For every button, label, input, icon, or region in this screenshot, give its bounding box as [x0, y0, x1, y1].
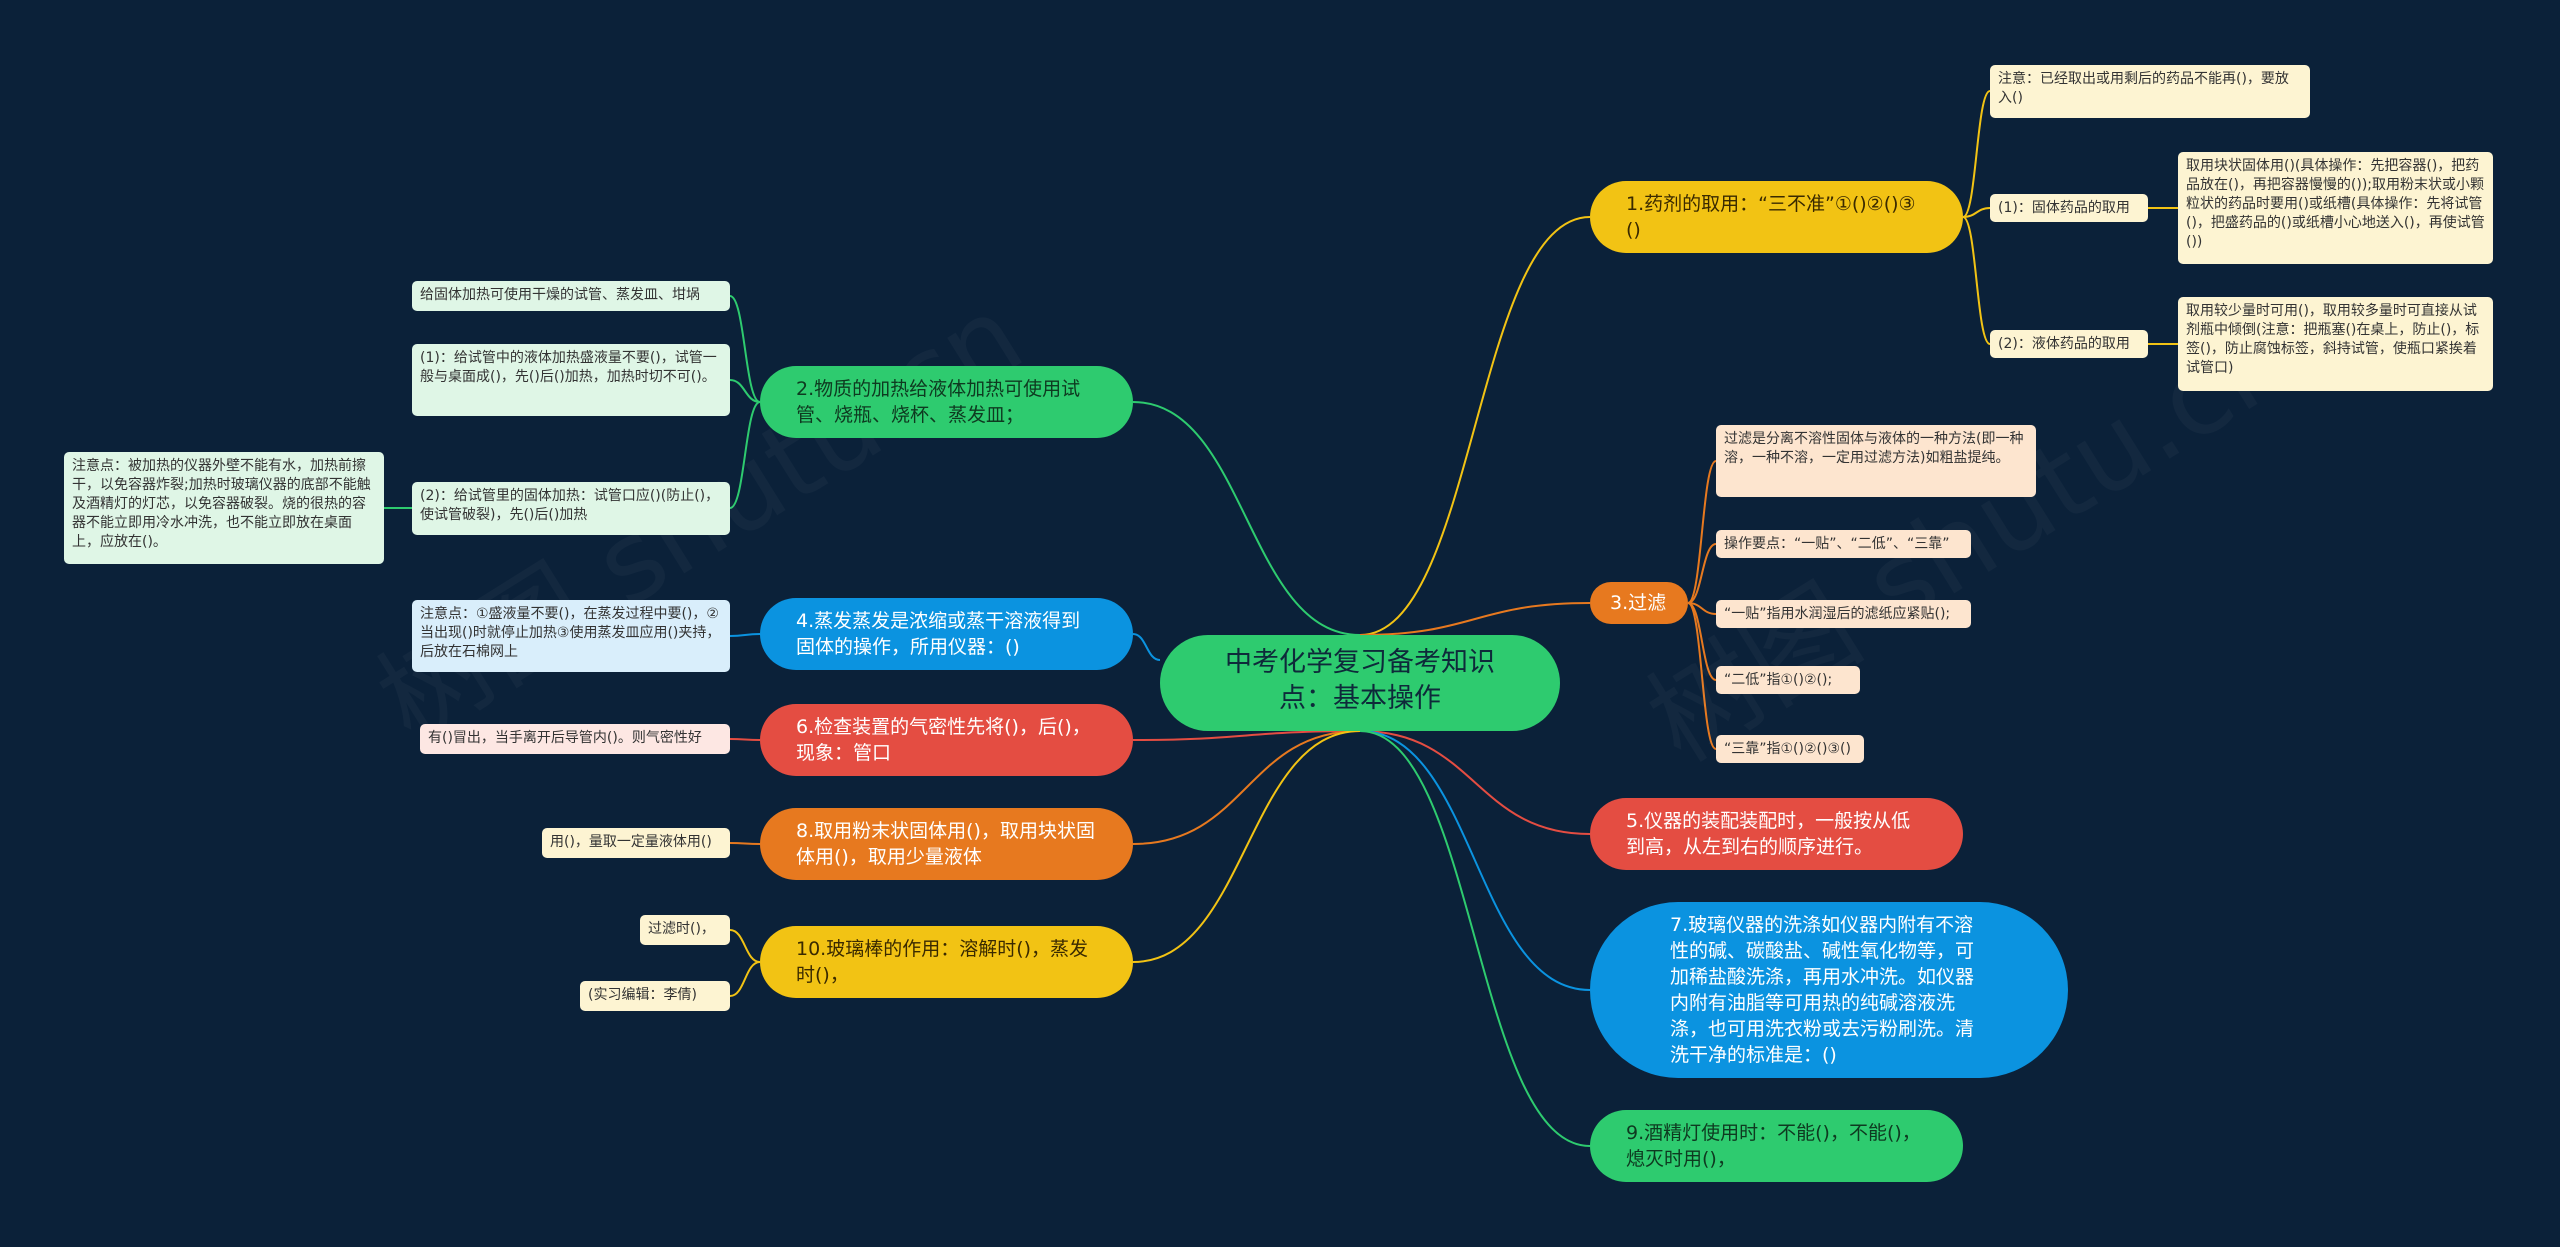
leaf-1-solid[interactable]: (1)：固体药品的取用	[1990, 194, 2148, 222]
topic-5-apparatus-assembly[interactable]: 5.仪器的装配装配时，一般按从低到高，从左到右的顺序进行。	[1590, 798, 1963, 870]
leaf-2-solid-heating[interactable]: 给固体加热可使用干燥的试管、蒸发皿、坩埚	[412, 281, 730, 311]
topic-2-heating[interactable]: 2.物质的加热给液体加热可使用试管、烧瓶、烧杯、蒸发皿；	[760, 366, 1133, 438]
connector-21	[729, 379, 761, 403]
leaf-10-editor[interactable]: (实习编辑：李倩)	[580, 981, 730, 1011]
connector-28	[729, 961, 761, 997]
connector-11	[1962, 207, 1991, 218]
leaf-3-definition[interactable]: 过滤是分离不溶性固体与液体的一种方法(即一种溶，一种不溶，一定用过滤方法)如粗盐…	[1716, 425, 2036, 497]
leaf-1-solid-detail[interactable]: 取用块状固体用()(具体操作：先把容器()，把药品放在()，再把容器慢慢的())…	[2178, 152, 2493, 264]
connector-2	[1359, 730, 1591, 835]
connector-7	[1132, 730, 1361, 741]
connector-1	[1359, 602, 1591, 636]
connector-20	[729, 295, 761, 403]
leaf-2-caution[interactable]: 注意点：被加热的仪器外壁不能有水，加热前擦干，以免容器炸裂;加热时玻璃仪器的底部…	[64, 452, 384, 564]
leaf-10-filtering[interactable]: 过滤时()，	[640, 915, 730, 945]
connector-24	[729, 633, 761, 637]
connector-8	[1132, 730, 1361, 845]
connector-3	[1359, 730, 1591, 991]
connector-10	[1962, 90, 1991, 218]
leaf-3-one-stick[interactable]: “一贴”指用水润湿后的滤纸应紧贴();	[1716, 600, 1971, 628]
topic-10-glass-rod[interactable]: 10.玻璃棒的作用：溶解时()，蒸发时()，	[760, 926, 1133, 998]
leaf-1-note[interactable]: 注意：已经取出或用剩后的药品不能再()，要放入()	[1990, 65, 2310, 118]
topic-3-filtration[interactable]: 3.过滤	[1590, 582, 1688, 624]
connector-6	[1132, 633, 1161, 661]
leaf-1-liquid-detail[interactable]: 取用较少量时可用()，取用较多量时可直接从试剂瓶中倾倒(注意：把瓶塞()在桌上，…	[2178, 297, 2493, 391]
root-topic[interactable]: 中考化学复习备考知识点：基本操作	[1160, 635, 1560, 731]
connector-12	[1962, 216, 1991, 345]
topic-7-glassware-washing[interactable]: 7.玻璃仪器的洗涤如仪器内附有不溶性的碱、碳酸盐、碱性氧化物等，可加稀盐酸洗涤，…	[1590, 902, 2068, 1078]
leaf-8-measuring[interactable]: 用()，量取一定量液体用()	[542, 828, 730, 858]
topic-4-evaporation[interactable]: 4.蒸发蒸发是浓缩或蒸干溶液得到固体的操作，所用仪器：()	[760, 598, 1133, 670]
topic-1-reagent-taking[interactable]: 1.药剂的取用：“三不准”①()②()③()	[1590, 181, 1963, 253]
connector-4	[1359, 730, 1591, 1147]
leaf-3-three-lean[interactable]: “三靠”指①()②()③()	[1716, 735, 1864, 763]
connector-0	[1359, 216, 1591, 636]
connector-5	[1132, 401, 1361, 636]
leaf-1-liquid[interactable]: (2)：液体药品的取用	[1990, 330, 2148, 358]
connector-9	[1132, 730, 1361, 963]
leaf-6-bubbles[interactable]: 有()冒出，当手离开后导管内()。则气密性好	[420, 724, 730, 754]
topic-8-taking-solids-liquids[interactable]: 8.取用粉末状固体用()，取用块状固体用()，取用少量液体	[760, 808, 1133, 880]
leaf-3-two-low[interactable]: “二低”指①()②();	[1716, 666, 1860, 694]
leaf-2-liquid-in-tube[interactable]: (1)：给试管中的液体加热盛液量不要()，试管一般与桌面成()，先()后()加热…	[412, 344, 730, 416]
leaf-3-key-points[interactable]: 操作要点：“一贴”、“二低”、“三靠”	[1716, 530, 1971, 558]
topic-6-airtightness[interactable]: 6.检查装置的气密性先将()，后()，现象：管口	[760, 704, 1133, 776]
leaf-2-solid-in-tube[interactable]: (2)：给试管里的固体加热：试管口应()(防止()，使试管破裂)，先()后()加…	[412, 482, 730, 535]
connector-22	[729, 401, 761, 509]
leaf-4-caution[interactable]: 注意点：①盛液量不要()，在蒸发过程中要()，②当出现()时就停止加热③使用蒸发…	[412, 600, 730, 672]
connector-16	[1687, 543, 1717, 604]
connector-25	[729, 738, 761, 741]
connector-27	[729, 929, 761, 963]
connector-26	[729, 842, 761, 845]
connector-19	[1687, 602, 1717, 750]
connector-15	[1687, 460, 1717, 604]
topic-9-alcohol-lamp[interactable]: 9.酒精灯使用时：不能()，不能()，熄灭时用()，	[1590, 1110, 1963, 1182]
